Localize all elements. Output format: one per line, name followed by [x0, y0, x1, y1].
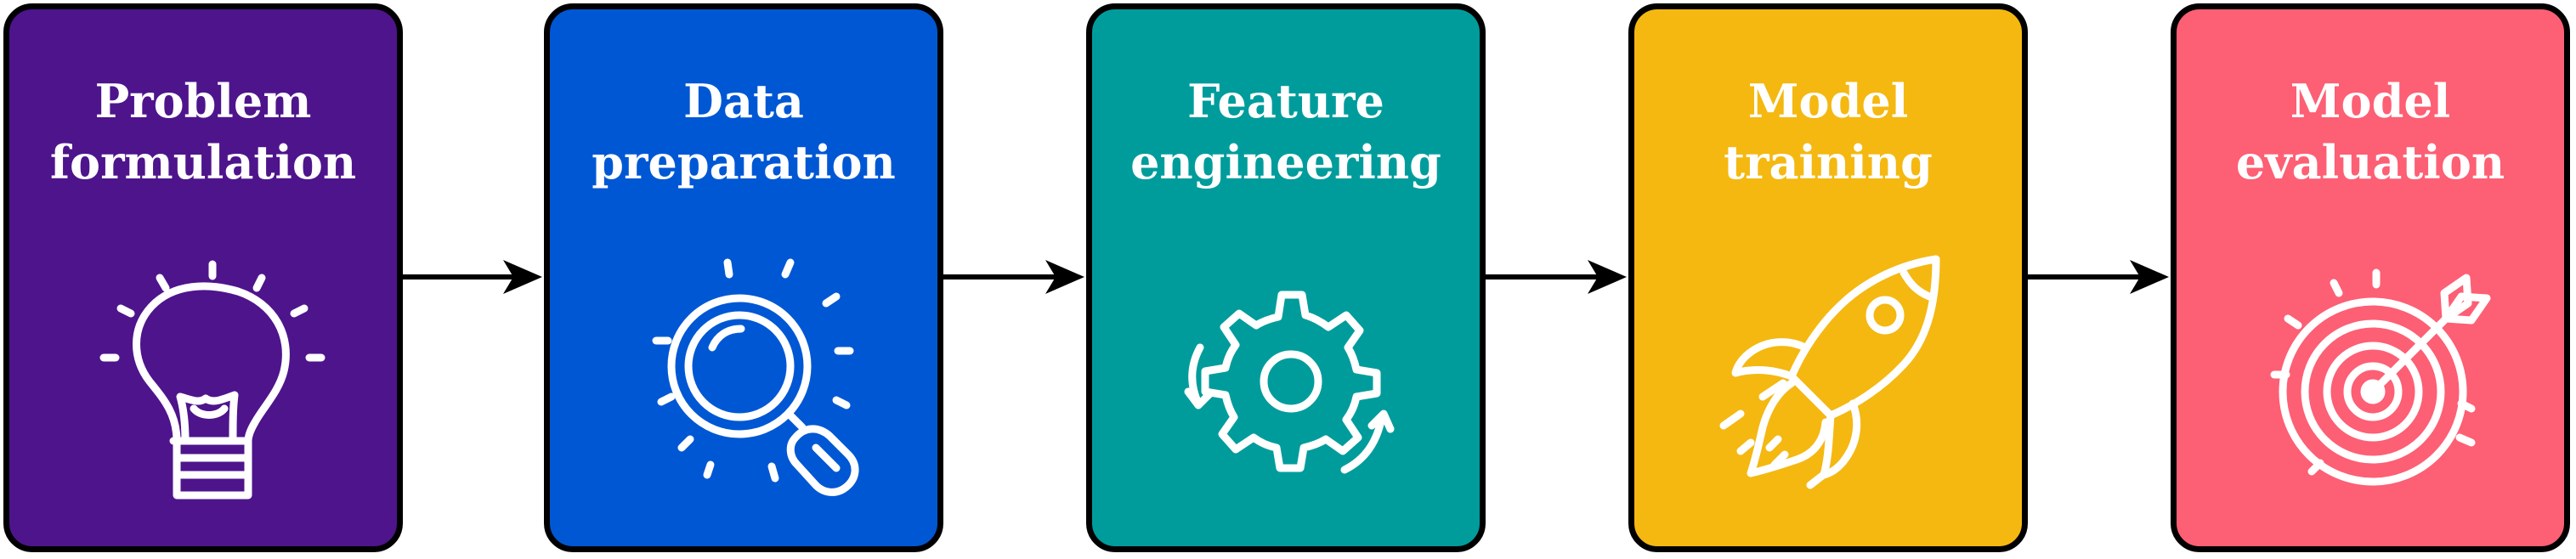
flow-arrow: [403, 260, 542, 294]
flow-arrow: [1486, 260, 1627, 294]
rocket-icon: [1707, 247, 1962, 519]
step-title-line1: Model: [1747, 74, 1909, 128]
target-icon: [2249, 247, 2504, 519]
step-title: Model training: [1634, 71, 2022, 193]
step-title: Data preparation: [550, 71, 937, 193]
step-card-data-preparation: Data preparation: [544, 3, 943, 552]
step-title-line2: engineering: [1130, 135, 1441, 189]
step-title-line1: Feature: [1187, 74, 1384, 128]
step-title-line2: formulation: [49, 135, 357, 189]
gear-icon: [1164, 247, 1419, 519]
step-title-line1: Problem: [94, 74, 312, 128]
step-title: Problem formulation: [9, 71, 397, 193]
lightbulb-icon: [82, 247, 337, 519]
step-title-line2: preparation: [592, 135, 896, 189]
flow-arrow: [943, 260, 1084, 294]
step-card-model-training: Model training: [1628, 3, 2028, 552]
step-title: Model evaluation: [2177, 71, 2564, 193]
step-title-line1: Model: [2290, 74, 2451, 128]
step-title-line2: training: [1724, 135, 1933, 189]
step-title: Feature engineering: [1092, 71, 1480, 193]
step-title-line1: Data: [683, 74, 804, 128]
step-card-model-evaluation: Model evaluation: [2171, 3, 2570, 552]
magnifier-icon: [622, 247, 877, 519]
flow-arrow: [2028, 260, 2169, 294]
step-card-problem-formulation: Problem formulation: [3, 3, 403, 552]
step-card-feature-engineering: Feature engineering: [1086, 3, 1486, 552]
step-title-line2: evaluation: [2235, 135, 2505, 189]
